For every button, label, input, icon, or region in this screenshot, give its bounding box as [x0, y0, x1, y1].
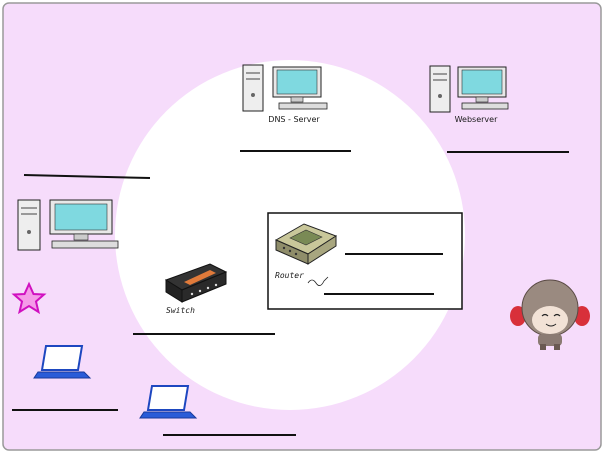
star-icon	[11, 281, 47, 315]
router-icon	[274, 223, 338, 265]
router-label: Router	[275, 271, 304, 280]
monkey-mascot-icon	[510, 279, 590, 350]
laptop-icon	[139, 385, 198, 419]
switch-icon	[164, 263, 228, 303]
dns-server-computer-icon	[242, 64, 328, 112]
laptop-icon	[33, 345, 92, 379]
dns-server-label: DNS - Server	[268, 115, 320, 124]
client-computer-icon	[17, 199, 119, 251]
webserver-label: Webserver	[455, 115, 498, 124]
webserver-computer-icon	[429, 65, 509, 113]
switch-label: Switch	[166, 306, 195, 315]
blank-left-pc[interactable]	[23, 174, 151, 179]
router-squiggle	[307, 276, 329, 286]
